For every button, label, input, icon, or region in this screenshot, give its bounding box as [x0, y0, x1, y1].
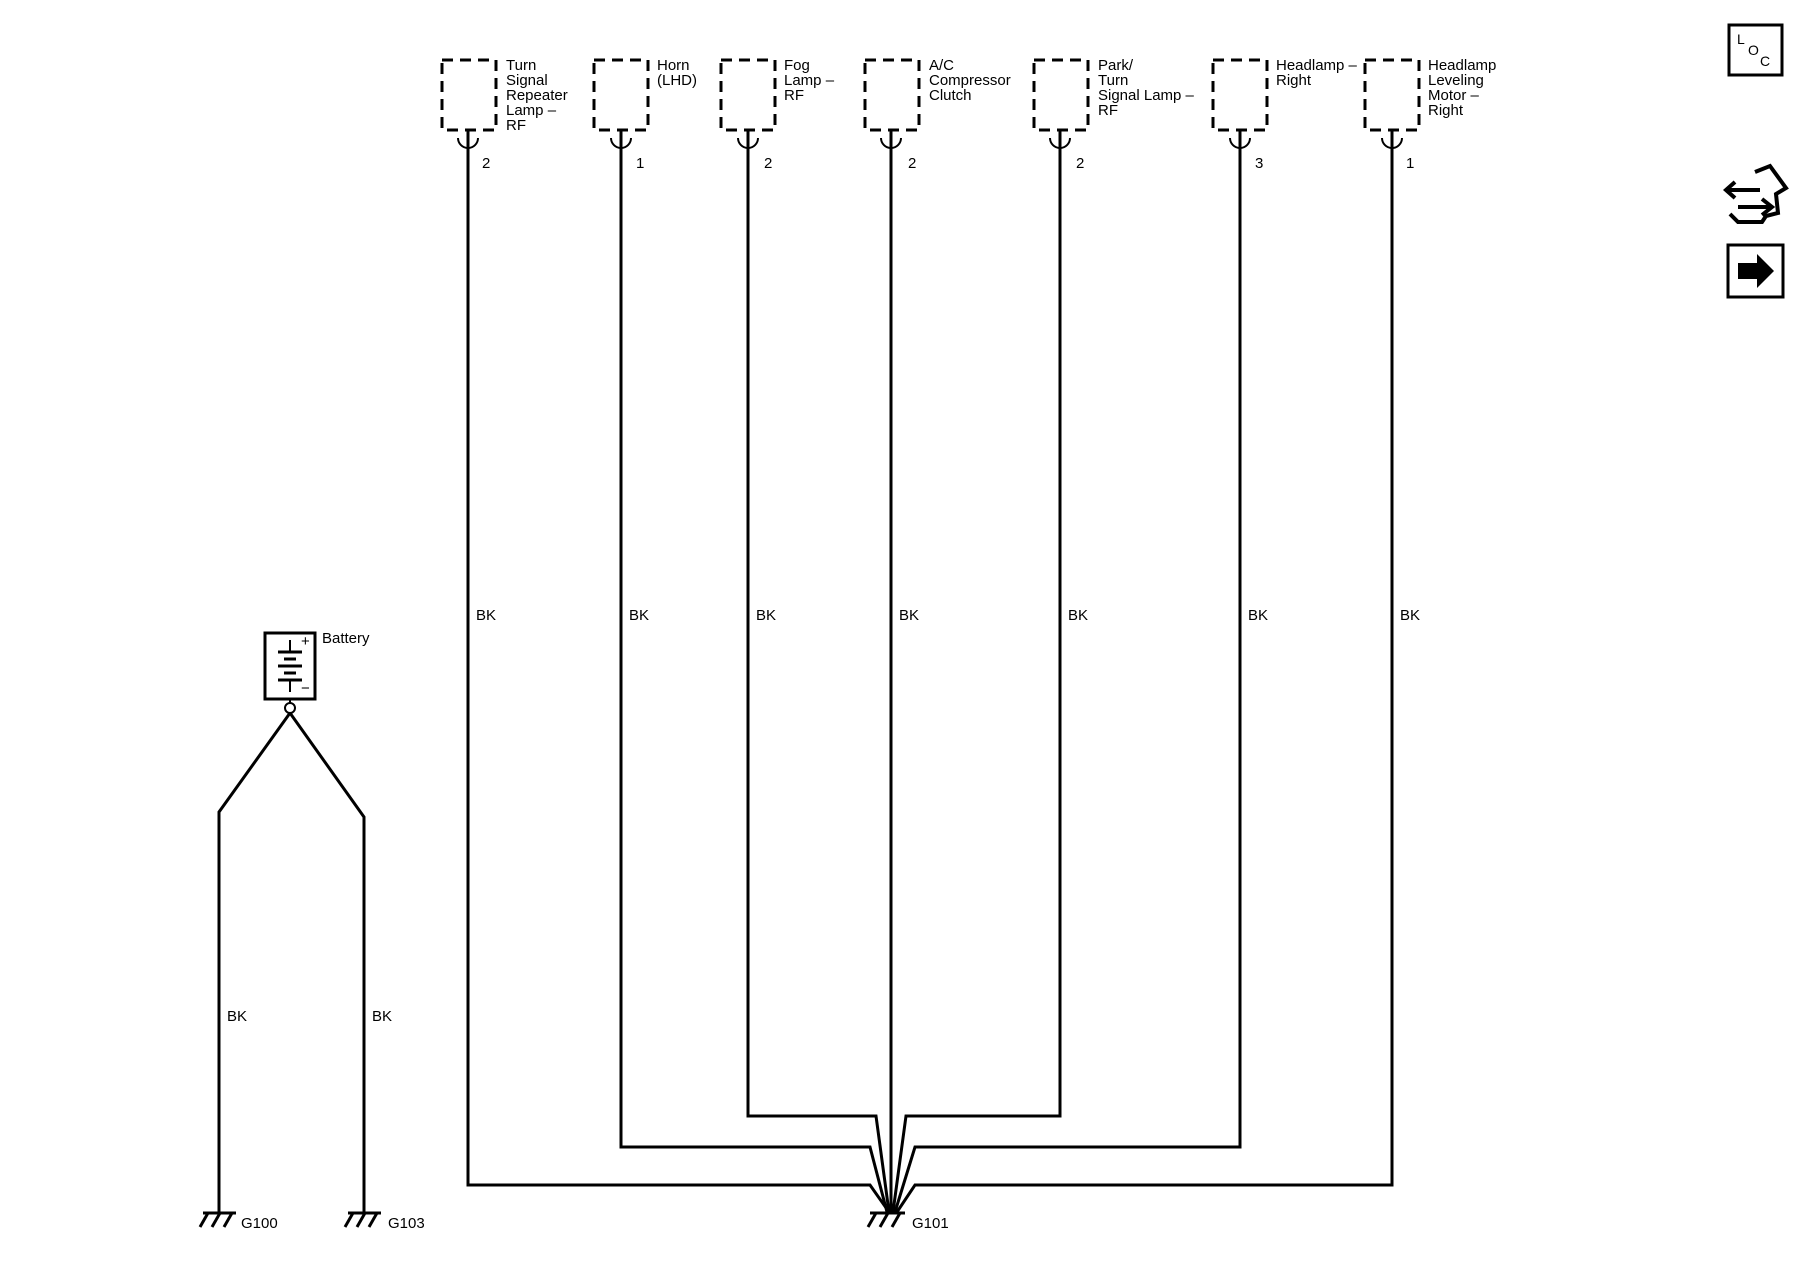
loc-letter-l: L — [1737, 31, 1745, 47]
component-label-line: Signal Lamp – — [1098, 87, 1195, 104]
ground-hatch — [355, 1212, 367, 1228]
pin-number: 2 — [482, 155, 490, 172]
component-box — [1032, 58, 1090, 132]
connector-list-arrows — [1722, 180, 1776, 217]
ground-hatch — [878, 1212, 890, 1228]
ground-label: G101 — [912, 1215, 949, 1232]
battery[interactable]: + − Battery — [263, 630, 370, 714]
component-label-line: Right — [1428, 102, 1464, 119]
wire-color-label: BK — [1068, 607, 1088, 624]
component-label-line: Horn — [657, 57, 690, 74]
component-label-line: Lamp – — [506, 102, 557, 119]
wire-color-label: BK — [1248, 607, 1268, 624]
component-headlamp-right[interactable]: Headlamp – Right 3 — [1211, 57, 1358, 172]
ground-g100[interactable]: G100 — [198, 1211, 278, 1232]
component-label-line: Right — [1276, 72, 1312, 89]
pin-number: 1 — [1406, 155, 1414, 172]
ground-hatch — [343, 1212, 355, 1228]
component-label-line: RF — [506, 117, 526, 134]
wire-turn-signal-repeater[interactable] — [466, 150, 891, 1213]
component-label-line: Headlamp – — [1276, 57, 1358, 74]
wire-color-label: BK — [476, 607, 496, 624]
wire-headlamp-leveling[interactable] — [895, 150, 1394, 1213]
component-label-line: A/C — [929, 57, 954, 74]
component-label-line: Fog — [784, 57, 810, 74]
wire-horn[interactable] — [619, 150, 889, 1213]
ground-label: G100 — [241, 1215, 278, 1232]
ground-hatch — [890, 1212, 902, 1228]
next-page-arrow-icon — [1738, 254, 1774, 288]
component-label-line: Leveling — [1428, 72, 1484, 89]
battery-plus: + — [301, 633, 310, 650]
component-label-line: Turn — [506, 57, 536, 74]
loc-letter-o: O — [1748, 42, 1759, 58]
component-label-line: Turn — [1098, 72, 1128, 89]
wire-battery-g103[interactable] — [288, 712, 366, 1213]
connector-list-icon[interactable] — [1722, 163, 1789, 224]
wire-color-label: BK — [1400, 607, 1420, 624]
wire-color-label: BK — [227, 1008, 247, 1025]
pin-number: 2 — [1076, 155, 1084, 172]
component-fog-lamp-rf[interactable]: Fog Lamp – RF 2 — [719, 57, 835, 172]
component-box — [592, 58, 650, 132]
loc-letter-c: C — [1760, 53, 1770, 69]
component-box — [440, 58, 498, 132]
ground-hatch — [866, 1212, 878, 1228]
ground-hatch — [367, 1212, 379, 1228]
wire-headlamp[interactable] — [893, 150, 1242, 1213]
component-label-line: RF — [784, 87, 804, 104]
component-horn-lhd[interactable]: Horn (LHD) 1 — [592, 57, 697, 172]
pin-number: 3 — [1255, 155, 1263, 172]
ground-hatch — [198, 1212, 210, 1228]
wire-battery-g100[interactable] — [217, 712, 292, 1213]
component-label-line: Lamp – — [784, 72, 835, 89]
wire-color-label: BK — [629, 607, 649, 624]
ground-wires-g101 — [466, 150, 1394, 1213]
ground-g101[interactable]: G101 — [866, 1211, 949, 1232]
loc-icon-frame — [1727, 23, 1784, 77]
battery-label: Battery — [322, 630, 370, 647]
wire-fog-lamp[interactable] — [746, 150, 891, 1213]
component-label-line: Headlamp — [1428, 57, 1496, 74]
component-label-line: (LHD) — [657, 72, 697, 89]
ground-label: G103 — [388, 1215, 425, 1232]
pin-number: 2 — [908, 155, 916, 172]
component-ac-compressor-clutch[interactable]: A/C Compressor Clutch 2 — [863, 57, 1011, 172]
component-box — [719, 58, 777, 132]
component-label-line: Signal — [506, 72, 548, 89]
ground-g103[interactable]: G103 — [343, 1211, 425, 1232]
component-label-line: Repeater — [506, 87, 568, 104]
component-label-line: Clutch — [929, 87, 972, 104]
wire-color-label: BK — [372, 1008, 392, 1025]
component-turn-signal-repeater-lamp-rf[interactable]: Turn Signal Repeater Lamp – RF 2 — [440, 57, 568, 172]
battery-minus: − — [301, 680, 310, 697]
component-box — [1363, 58, 1421, 132]
component-box — [1211, 58, 1269, 132]
component-label-line: Park/ — [1098, 57, 1134, 74]
component-label-line: Compressor — [929, 72, 1011, 89]
battery-splice — [284, 702, 296, 714]
battery-ground-wires: BK BK — [217, 712, 392, 1213]
wire-color-label: BK — [899, 607, 919, 624]
wire-park-turn-lamp[interactable] — [891, 150, 1062, 1213]
component-park-turn-signal-lamp-rf[interactable]: Park/ Turn Signal Lamp – RF 2 — [1032, 57, 1195, 172]
wire-color-labels: BK BK BK BK BK BK BK — [476, 607, 1420, 624]
component-headlamp-leveling-motor-right[interactable]: Headlamp Leveling Motor – Right 1 — [1363, 57, 1496, 172]
pin-number: 2 — [764, 155, 772, 172]
component-box — [863, 58, 921, 132]
pin-number: 1 — [636, 155, 644, 172]
wire-color-label: BK — [756, 607, 776, 624]
connector-list-plug — [1728, 163, 1789, 224]
loc-icon[interactable]: L O C — [1727, 23, 1784, 77]
component-label-line: Motor – — [1428, 87, 1480, 104]
ground-hatch — [210, 1212, 222, 1228]
next-page-button[interactable] — [1726, 243, 1785, 299]
component-label-line: RF — [1098, 102, 1118, 119]
ground-hatch — [222, 1212, 234, 1228]
